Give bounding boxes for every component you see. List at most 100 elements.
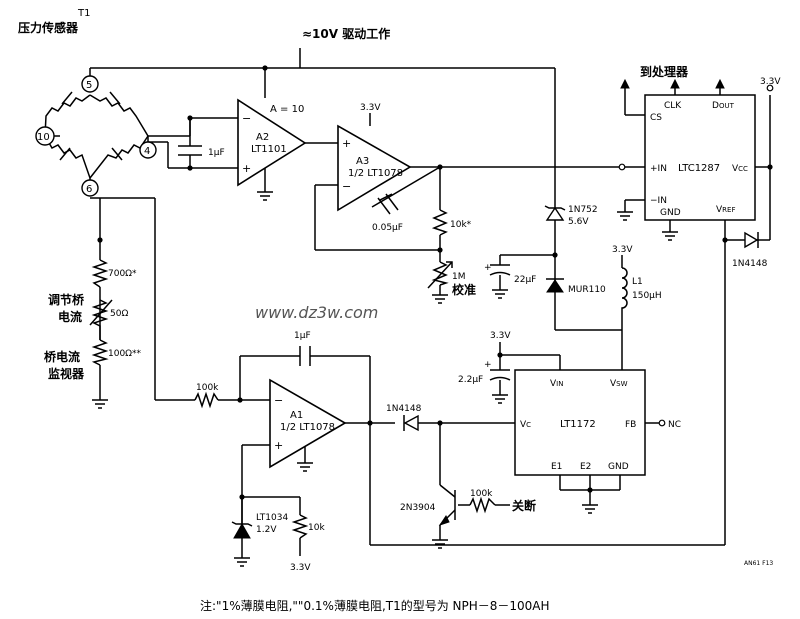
bridge-node-4 bbox=[139, 141, 157, 159]
inductor-l1-value: 150μH bbox=[632, 291, 662, 301]
diode-1n4148-vref-label: 1N4148 bbox=[732, 259, 768, 269]
capacitor-2u2 bbox=[489, 369, 511, 381]
reg-pin-vsw: VSW bbox=[610, 379, 628, 389]
ground-symbol bbox=[432, 539, 448, 549]
adjust-label-line2: 电流 bbox=[58, 309, 82, 324]
potentiometer-1m-value: 1M bbox=[452, 272, 466, 282]
diode-1n4148-vc-label: 1N4148 bbox=[386, 404, 422, 414]
a1-plus: + bbox=[274, 439, 283, 452]
diode-mur110 bbox=[546, 278, 564, 293]
potentiometer-1m bbox=[431, 261, 449, 286]
resistor-700 bbox=[91, 259, 109, 288]
transistor-label: 2N3904 bbox=[400, 503, 436, 513]
calibration-label: 校准 bbox=[452, 282, 476, 297]
resistor-50-value: 50Ω bbox=[110, 309, 128, 319]
adc-supply-label: 3.3V bbox=[760, 77, 781, 87]
a3-supply: 3.3V bbox=[360, 103, 381, 113]
resistor-100 bbox=[91, 339, 109, 366]
to-processor-label: 到处理器 bbox=[640, 64, 689, 79]
adc-pin-in-minus: −IN bbox=[650, 196, 667, 206]
a1-part: 1/2 LT1078 bbox=[280, 422, 335, 433]
resistor-10k-star bbox=[431, 209, 448, 236]
inductor-l1-label: L1 bbox=[632, 277, 643, 287]
reg-pin-e1: E1 bbox=[551, 462, 562, 472]
inductor-l1 bbox=[621, 267, 628, 330]
adc-pin-cs: CS bbox=[650, 113, 662, 123]
reference-lt1034 bbox=[231, 515, 253, 539]
capacitor-2u2-plus: + bbox=[484, 360, 492, 370]
inductor-supply: 3.3V bbox=[612, 245, 633, 255]
diode-mur110-label: MUR110 bbox=[568, 285, 606, 295]
reg-pin-e2: E2 bbox=[580, 462, 591, 472]
ground-symbol bbox=[432, 294, 448, 304]
pressure-sensor-bridge bbox=[35, 75, 157, 199]
resistor-10k-ref bbox=[291, 514, 309, 539]
zener-1n752 bbox=[544, 205, 566, 221]
diode-1n4148-vc bbox=[403, 414, 419, 432]
adc-pin-dout: DOUT bbox=[712, 101, 735, 111]
bridge-node-5 bbox=[81, 75, 99, 93]
a2-gain: A = 10 bbox=[270, 104, 304, 115]
input-capacitor-value: 1μF bbox=[208, 148, 225, 158]
capacitor-1uf-a1 bbox=[299, 346, 311, 366]
resistor-100k-base bbox=[469, 496, 496, 514]
resistor-10k-ref-value: 10k bbox=[308, 523, 325, 533]
regulator-lt1172 bbox=[514, 369, 646, 476]
opamp-a2 bbox=[237, 98, 307, 187]
reg-pin-vc: VC bbox=[520, 420, 531, 430]
adc-pin-vref: VREF bbox=[716, 205, 736, 215]
reg-pin-vin: VIN bbox=[550, 379, 563, 389]
opamp-a1 bbox=[269, 378, 347, 469]
reg-name: LT1172 bbox=[560, 419, 596, 430]
figure-code: AN61 F13 bbox=[744, 560, 773, 567]
ground-symbol bbox=[617, 211, 678, 241]
reference-label: LT1034 bbox=[256, 513, 288, 523]
monitor-label-line1: 桥电流 bbox=[44, 349, 80, 364]
adc-name: LTC1287 bbox=[678, 163, 720, 174]
capacitor-22uf-value: 22μF bbox=[514, 275, 536, 285]
footnote: 注:"1%薄膜电阻,""0.1%薄膜电阻,T1的型号为 NPH－8－100AH bbox=[200, 598, 550, 613]
bridge-node-4-label: 4 bbox=[144, 146, 150, 157]
opamp-a3 bbox=[337, 124, 412, 212]
ground-symbol bbox=[582, 504, 598, 514]
ground-symbol bbox=[297, 462, 313, 472]
zener-1n752-voltage: 5.6V bbox=[568, 217, 589, 227]
ground-symbol bbox=[257, 191, 273, 201]
ground-symbol bbox=[492, 289, 508, 299]
resistor-100-value: 100Ω** bbox=[108, 349, 142, 359]
a2-minus: − bbox=[242, 112, 251, 125]
adc-pin-in-plus: +IN bbox=[650, 164, 667, 174]
ground-symbol bbox=[492, 394, 508, 404]
adjust-label-line1: 调节桥 bbox=[48, 292, 85, 307]
reg-pin-nc: NC bbox=[668, 420, 681, 430]
bridge-node-6-label: 6 bbox=[86, 184, 92, 195]
adc-pin-clk: CLK bbox=[664, 101, 682, 111]
capacitor-22uf-plus: + bbox=[484, 263, 492, 273]
capacitor-22uf bbox=[489, 264, 511, 276]
input-capacitor bbox=[178, 145, 202, 156]
resistor-100k-a1-value: 100k bbox=[196, 383, 219, 393]
a2-plus: + bbox=[242, 162, 251, 175]
resistor-100k-base-value: 100k bbox=[470, 489, 493, 499]
sensor-label: 压力传感器 bbox=[18, 20, 79, 35]
a3-part: 1/2 LT1078 bbox=[348, 168, 403, 179]
junction-dots bbox=[97, 65, 774, 500]
arrow-up-icon bbox=[620, 78, 725, 89]
a2-name: A2 bbox=[256, 132, 269, 143]
a1-name: A1 bbox=[290, 410, 303, 421]
adc-pin-vcc: VCC bbox=[732, 164, 748, 174]
reference-voltage: 1.2V bbox=[256, 525, 277, 535]
watermark: www.dz3w.com bbox=[255, 303, 378, 322]
shutdown-label: 关断 bbox=[512, 498, 536, 513]
adc-ltc1287 bbox=[644, 94, 756, 221]
ref-supply: 3.3V bbox=[290, 563, 311, 573]
capacitor-1uf-a1-value: 1μF bbox=[294, 331, 311, 341]
ground-symbol bbox=[234, 557, 250, 567]
ground-symbol bbox=[92, 399, 108, 409]
zener-1n752-label: 1N752 bbox=[568, 205, 598, 215]
reg-pin-gnd: GND bbox=[608, 462, 629, 472]
bridge-node-5-label: 5 bbox=[86, 80, 92, 91]
resistor-700-value: 700Ω* bbox=[108, 269, 137, 279]
monitor-label-line2: 监视器 bbox=[48, 366, 85, 381]
